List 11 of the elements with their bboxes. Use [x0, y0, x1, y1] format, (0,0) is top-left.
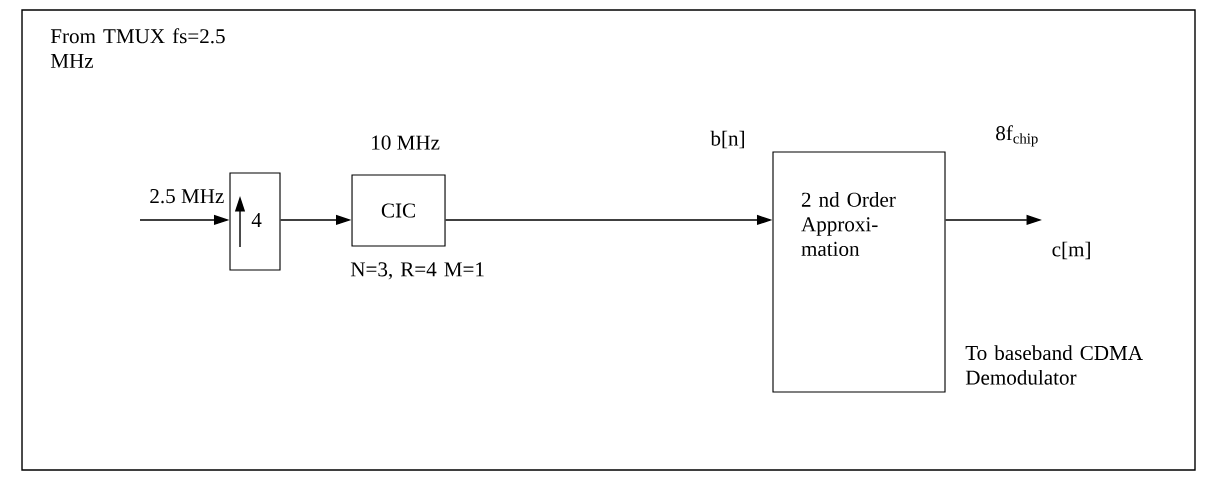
- upsampler-box: 4: [229, 172, 281, 271]
- rate-label: 10 MHz: [372, 135, 440, 150]
- note-text: 8f$_{chip}$: [996, 125, 1038, 147]
- note-text: To baseband CDMA Demodulator: [965, 345, 1143, 385]
- process-box: 2 nd Order Approxi- mation: [772, 151, 946, 393]
- edge-label: c[m]: [1050, 240, 1093, 261]
- edge-label: 2.5 MHz: [147, 187, 226, 205]
- note-text: From TMUX fs=2.5 MHz: [50, 28, 225, 68]
- rate-label: N=3, R=4 M=1: [350, 262, 484, 280]
- process-box: CIC: [351, 174, 446, 247]
- edge-label: b[n]: [709, 129, 747, 150]
